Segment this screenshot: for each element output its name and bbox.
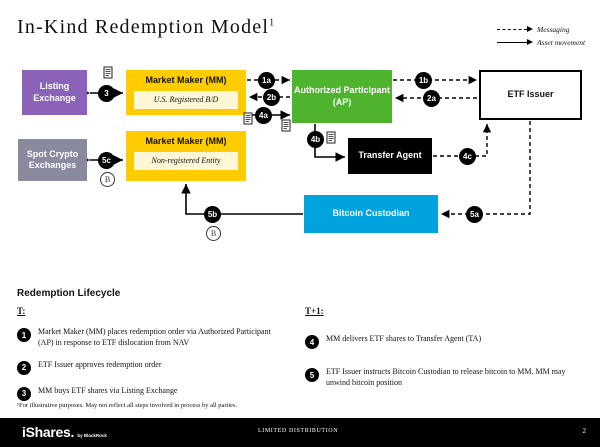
node-bitcoin-custodian[interactable]: Bitcoin Custodian <box>304 195 438 233</box>
node-bitcoin-custodian-label: Bitcoin Custodian <box>332 208 410 219</box>
bitcoin-badge-5c: B <box>100 172 115 187</box>
lifecycle-step-4: 4 MM delivers ETF shares to Transfer Age… <box>305 334 590 349</box>
legend-item-asset-movement: Asset movement <box>497 36 597 49</box>
lifecycle-step-5: 5 ETF Issuer instructs Bitcoin Custodian… <box>305 367 590 389</box>
bitcoin-badge-5b: B <box>206 226 221 241</box>
dashed-arrow-icon <box>497 26 533 33</box>
node-transfer-agent[interactable]: Transfer Agent <box>348 138 432 174</box>
marker-3[interactable]: 3 <box>98 85 115 102</box>
footer-distribution-notice: LIMITED DISTRIBUTION <box>258 428 339 434</box>
marker-5a[interactable]: 5a <box>466 206 483 223</box>
node-transfer-agent-label: Transfer Agent <box>358 150 422 161</box>
marker-5c[interactable]: 5c <box>98 152 115 169</box>
brand-byline: by BlackRock <box>77 433 107 438</box>
lifecycle-column-t1: T+1: 4 MM delivers ETF shares to Transfe… <box>305 306 590 389</box>
node-etf-issuer[interactable]: ETF Issuer <box>479 70 582 120</box>
footer-page-number: 2 <box>582 427 587 435</box>
lifecycle-step-1-text: Market Maker (MM) places redemption orde… <box>38 327 271 347</box>
marker-4a[interactable]: 4a <box>255 107 272 124</box>
lifecycle-step-3-text: MM buys ETF shares via Listing Exchange <box>38 385 178 395</box>
lifecycle-column-t: T: 1 Market Maker (MM) places redemption… <box>17 306 287 401</box>
node-market-maker-registered-subtitle: U.S. Registered B/D <box>134 91 238 110</box>
node-listing-exchange-label: Listing Exchange <box>33 81 76 103</box>
document-icon-mm1 <box>243 112 253 125</box>
title-footnote-marker: 1 <box>269 17 275 29</box>
node-market-maker-registered[interactable]: Market Maker (MM) U.S. Registered B/D <box>126 70 246 115</box>
legend-label-asset-movement: Asset movement <box>537 38 586 47</box>
marker-5b[interactable]: 5b <box>204 206 221 223</box>
node-spot-crypto-exchanges[interactable]: Spot Crypto Exchanges <box>18 139 87 181</box>
lifecycle-step-4-number: 4 <box>305 335 319 349</box>
footer-bar <box>0 418 600 447</box>
node-market-maker-nonregistered[interactable]: Market Maker (MM) Non-registered Entity <box>126 131 246 181</box>
marker-1a[interactable]: 1a <box>258 72 275 89</box>
document-icon-3 <box>103 66 113 79</box>
document-icon-4a <box>281 119 291 132</box>
node-authorized-participant-label: Authorized Participant (AP) <box>293 85 390 107</box>
legend: Messaging Asset movement <box>497 23 597 49</box>
lifecycle-step-5-text: ETF Issuer instructs Bitcoin Custodian t… <box>326 367 566 387</box>
diagram-connectors <box>80 75 531 219</box>
solid-arrow-icon <box>497 39 533 46</box>
node-spot-crypto-exchanges-label: Spot Crypto Exchanges <box>26 148 79 170</box>
marker-2a[interactable]: 2a <box>423 90 440 107</box>
node-market-maker-nonregistered-title: Market Maker (MM) <box>145 136 227 146</box>
lifecycle-step-4-text: MM delivers ETF shares to Transfer Agent… <box>326 334 482 343</box>
lifecycle-heading: Redemption Lifecycle <box>17 288 121 299</box>
lifecycle-step-2-text: ETF Issuer approves redemption order <box>38 359 162 369</box>
footnote: ¹For illustrative purposes. May not refl… <box>17 402 238 409</box>
document-icon-4b <box>326 131 336 144</box>
lifecycle-column-t1-label: T+1: <box>305 306 324 316</box>
wire-5a <box>441 121 531 219</box>
page-title-text: In-Kind Redemption Model <box>17 16 270 38</box>
lifecycle-step-1-number: 1 <box>17 328 31 342</box>
page-title: In-Kind Redemption Model1 <box>17 16 274 39</box>
wire-4c <box>433 124 492 157</box>
lifecycle-step-3-number: 3 <box>17 386 31 401</box>
node-market-maker-nonregistered-subtitle: Non-registered Entity <box>134 152 238 171</box>
marker-4b[interactable]: 4b <box>307 131 324 148</box>
node-listing-exchange[interactable]: Listing Exchange <box>22 70 87 115</box>
marker-4c[interactable]: 4c <box>459 148 476 165</box>
brand-dot: . <box>70 424 75 440</box>
marker-1b[interactable]: 1b <box>415 72 432 89</box>
lifecycle-column-t-label: T: <box>17 306 26 316</box>
lifecycle-step-5-number: 5 <box>305 368 319 382</box>
brand-logo: iShares . by BlackRock <box>22 424 107 440</box>
legend-item-messaging: Messaging <box>497 23 597 36</box>
brand-name: iShares <box>22 424 71 440</box>
node-market-maker-registered-title: Market Maker (MM) <box>145 75 227 85</box>
wire-5b <box>181 184 303 215</box>
lifecycle-step-1: 1 Market Maker (MM) places redemption or… <box>17 327 287 349</box>
marker-2b[interactable]: 2b <box>263 89 280 106</box>
lifecycle-step-2-number: 2 <box>17 360 31 375</box>
legend-label-messaging: Messaging <box>537 25 570 34</box>
lifecycle-step-2: 2 ETF Issuer approves redemption order <box>17 360 287 375</box>
node-etf-issuer-label: ETF Issuer <box>507 89 554 100</box>
node-authorized-participant[interactable]: Authorized Participant (AP) <box>292 70 392 123</box>
lifecycle-step-3: 3 MM buys ETF shares via Listing Exchang… <box>17 386 287 401</box>
